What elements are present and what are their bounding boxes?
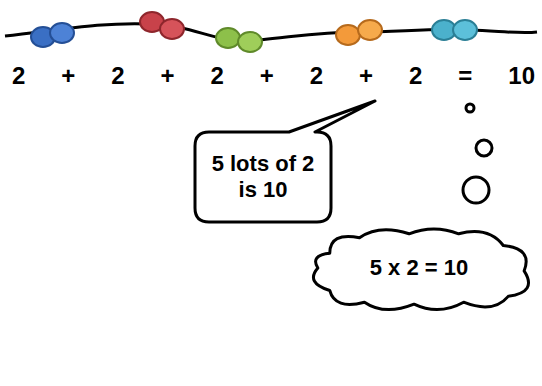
speech-bubble-outline: [195, 132, 331, 222]
speech-bubble: 5 lots of 2 is 10: [195, 132, 331, 222]
bubble-text: 5 lots of 2 is 10: [205, 151, 321, 204]
green-beads: [216, 28, 262, 52]
orange-beads: [336, 20, 382, 45]
repeated-addition: 2 + 2 + 2 + 2 + 2 = 10: [12, 62, 535, 90]
bubble-text: 5 x 2 = 10: [340, 255, 498, 281]
thought-cloud: 5 x 2 = 10: [300, 224, 538, 312]
teal-beads: [432, 20, 477, 40]
red-beads: [140, 12, 184, 39]
thought-bubbles: [463, 104, 492, 203]
blue-beads: [31, 23, 74, 47]
